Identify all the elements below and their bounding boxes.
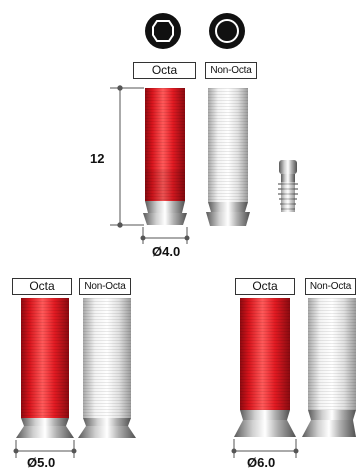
octagon-icon (145, 13, 181, 49)
abutment-screw (278, 160, 298, 212)
octa-label: Octa (133, 62, 196, 79)
diameter-dimension-5 (13, 440, 77, 458)
diameter-label-6: Ø6.0 (247, 455, 276, 470)
non-octa-label: Non-Octa (305, 278, 356, 295)
octa-abutment-4 (143, 88, 187, 225)
octa-abutment-6 (234, 298, 296, 437)
diameter-label-5: Ø5.0 (27, 455, 56, 470)
diameter-dimension-4 (140, 227, 190, 244)
height-dimension (110, 85, 144, 228)
diameter-label-4: Ø4.0 (152, 244, 181, 259)
non-octa-abutment-6 (302, 298, 356, 437)
non-octa-abutment-4 (206, 88, 250, 226)
non-octa-abutment-5 (78, 298, 136, 438)
non-octa-label: Non-Octa (205, 62, 257, 79)
circle-icon (209, 13, 245, 49)
height-label: 12 (90, 151, 105, 166)
diameter-dimension-6 (231, 439, 299, 458)
octa-label: Octa (235, 278, 295, 295)
non-octa-label: Non-Octa (79, 278, 131, 295)
octa-abutment-5 (16, 298, 74, 438)
octa-label: Octa (12, 278, 72, 295)
